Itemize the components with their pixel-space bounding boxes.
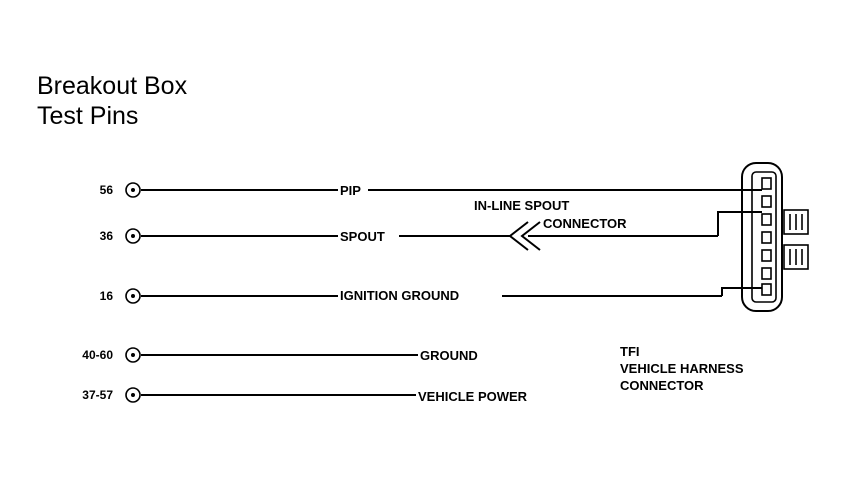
title-line-1: Breakout Box xyxy=(37,72,188,100)
harness-connector-label-2: VEHICLE HARNESS xyxy=(620,361,744,376)
wire-spout-to-connector xyxy=(717,211,762,236)
pin-number-56: 56 xyxy=(100,183,114,197)
connector-terminal xyxy=(761,249,772,262)
pin-number-40-60: 40-60 xyxy=(82,348,113,362)
inline-spout-connector-symbol xyxy=(508,221,541,251)
test-pin-jack-37-57[interactable] xyxy=(125,387,141,403)
pin-row-56: 56 PIP xyxy=(100,182,762,198)
signal-label-ground: GROUND xyxy=(420,348,478,363)
spout-connector-label-2: CONNECTOR xyxy=(543,216,627,231)
connector-terminal xyxy=(761,177,772,190)
title-line-2: Test Pins xyxy=(37,102,138,130)
connector-terminal xyxy=(761,213,772,226)
signal-label-ignition-ground: IGNITION GROUND xyxy=(340,288,459,303)
pin-number-36: 36 xyxy=(100,229,114,243)
test-pin-jack-40-60[interactable] xyxy=(125,347,141,363)
pin-row-37-57: 37-57 VEHICLE POWER xyxy=(82,387,528,404)
harness-connector-label-3: CONNECTOR xyxy=(620,378,704,393)
connector-terminal xyxy=(761,267,772,280)
test-pin-jack-16[interactable] xyxy=(125,288,141,304)
tfi-harness-connector-drawing xyxy=(741,162,809,312)
connector-latch-tab xyxy=(783,244,809,270)
wire-ignition-ground-to-connector xyxy=(721,287,762,296)
pin-number-16: 16 xyxy=(100,289,114,303)
pin-row-36: 36 SPOUT xyxy=(100,211,762,251)
pin-number-37-57: 37-57 xyxy=(82,388,113,402)
signal-label-pip: PIP xyxy=(340,183,361,198)
connector-terminal xyxy=(761,231,772,244)
pin-row-16: 16 IGNITION GROUND xyxy=(100,287,762,304)
spout-connector-label-1: IN-LINE SPOUT xyxy=(474,198,569,213)
connector-latch-tab xyxy=(783,209,809,235)
connector-terminal xyxy=(761,283,772,296)
connector-terminal xyxy=(761,195,772,208)
harness-connector-label-1: TFI xyxy=(620,344,640,359)
test-pin-jack-36[interactable] xyxy=(125,228,141,244)
signal-label-vehicle-power: VEHICLE POWER xyxy=(418,389,528,404)
signal-label-spout: SPOUT xyxy=(340,229,385,244)
pin-row-40-60: 40-60 GROUND xyxy=(82,347,478,363)
test-pin-jack-56[interactable] xyxy=(125,182,141,198)
